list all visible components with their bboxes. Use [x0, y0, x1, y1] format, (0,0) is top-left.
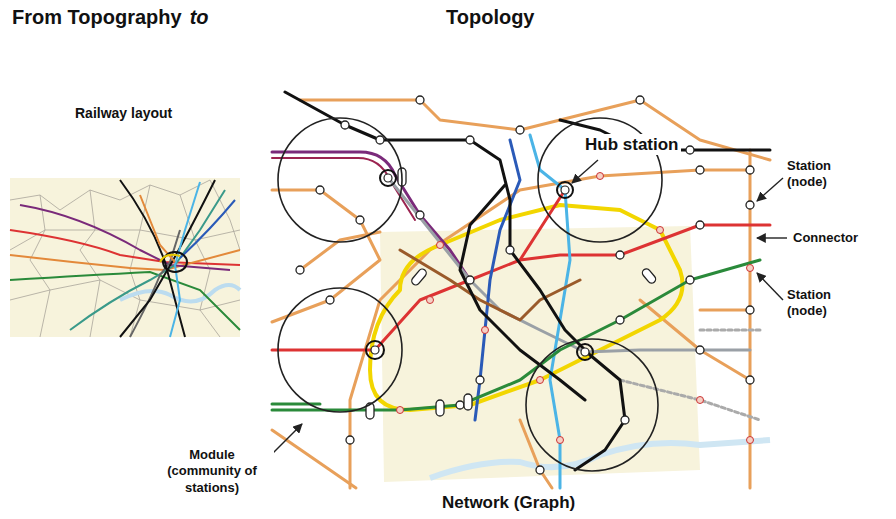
title-text: to — [188, 5, 211, 30]
title-text: Topology — [444, 5, 537, 30]
title-text: From Topography — [10, 5, 184, 30]
callout-label: Connector — [791, 230, 860, 246]
network-graph — [272, 92, 770, 488]
module-circles — [278, 118, 662, 471]
callout-label: Station (node) — [785, 158, 853, 191]
map-caption: Railway layout — [73, 105, 174, 123]
leader-arrows — [268, 160, 787, 458]
callout-label: Module (community of stations) — [150, 447, 274, 496]
callout-label: Hub station — [583, 134, 681, 155]
figure-caption: Network (Graph) — [440, 492, 577, 513]
callout-label: Station (node) — [785, 287, 853, 320]
railway-map — [10, 178, 240, 337]
